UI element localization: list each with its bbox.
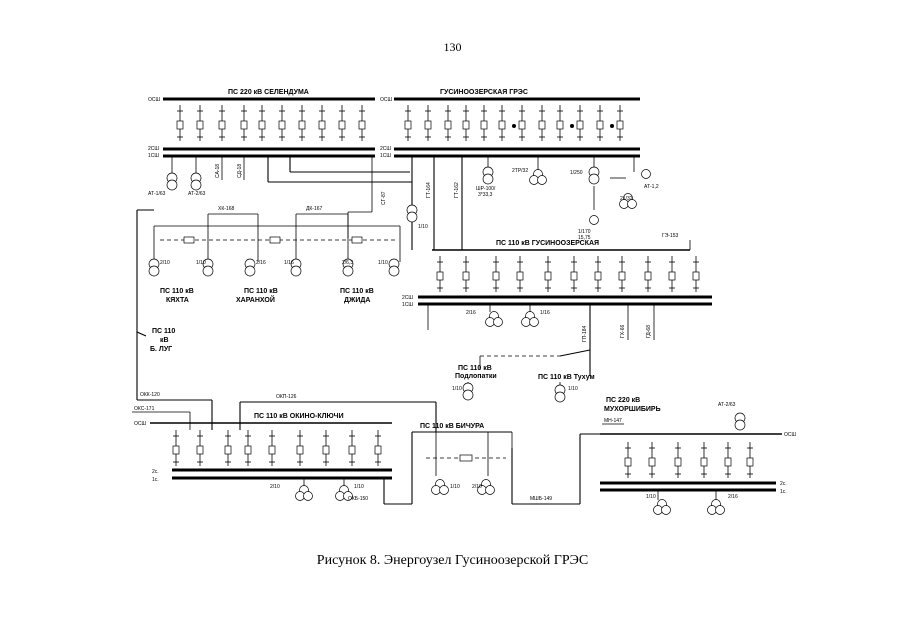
line-label-gp184: ГП-184 [582,325,588,342]
b-lug-title-1: ПС 110 [152,328,175,335]
bichura-title: ПС 110 кВ БИЧУРА [420,423,484,430]
tukhum-title: ПС 110 кВ Тухум [538,374,595,381]
bichura-substation: ПС 110 кВ БИЧУРА 1/10 2/10 МШБ-149 [412,402,604,505]
gres-shr2-label: 3*33,3 [478,192,493,198]
selenduma-1sh-label: 1СШ [148,153,159,159]
line-label-okp126: ОКП-126 [276,394,297,400]
mukhorshibir-at2-label: АТ-2/63 [718,402,736,408]
line-label-sg: СГ-87 [381,191,387,205]
dzhida-t1-label: 1/10 [378,260,388,266]
line-label-dk167: ДК-167 [306,206,323,212]
selenduma-bays [176,104,366,142]
kyakhta-title-2: КЯХТА [166,297,189,304]
line-label-gd68: ГД-68 [646,325,652,338]
okino-klyuchi-t2-label: 2/10 [270,484,280,490]
okino-klyuchi-1s-label: 1с. [152,477,159,483]
line-label-gt164: ГТ-164 [426,182,432,198]
mukhorshibir-t1-label: 1/10 [646,494,656,500]
line-label-ge153: ГЭ-153 [662,233,679,239]
kyakhta-title-1: ПС 110 кВ [160,288,194,295]
b-lug-title-3: Б. ЛУГ [150,346,172,353]
page-number: 130 [443,40,462,54]
dzhida-title-2: ДЖИДА [344,297,370,304]
kyakhta-kharankhoy-dzhida: ХК-168 ДК-167 2/10 1/10 2/16 1/16 2/6,3 … [148,206,401,304]
podlopatki-title-1: ПС 110 кВ [458,365,492,372]
selenduma-substation: ПС 220 кВ СЕЛЕНДУМА ОСШ 2СШ 1СШ АТ-1/63 … [148,89,412,238]
gres-t1-250-label: 1/250 [570,170,583,176]
gres-at12-label: АТ-1,2 [644,184,659,190]
kharankhoy-t1-label: 1/16 [284,260,294,266]
line-label-oks171: ОКС-171 [134,406,155,412]
gusinoozerskaya-substation: ПС 110 кВ ГУСИНООЗЕРСКАЯ ГЭ-153 2СШ 1СШ … [402,233,712,350]
mukhorshibir-bays [624,441,754,479]
okino-klyuchi-title: ПС 110 кВ ОКИНО-КЛЮЧИ [254,413,344,420]
dzhida-t2-label: 2/6,3 [342,260,353,266]
line-label-xk168: ХК-168 [218,206,234,212]
selenduma-osh-label: ОСШ [148,97,161,103]
okino-klyuchi-bays [172,429,382,467]
mukhorshibir-substation: ПС 220 кВ МУХОРШИБИРЬ АТ-2/63 МН-147 ОСШ… [600,397,797,515]
line-label-gkh66: ГХ-66 [620,325,626,338]
gres-bays [404,104,624,142]
mukhorshibir-2s-label: 2с. [780,481,787,487]
figure-caption: Рисунок 8. Энергоузел Гусиноозерской ГРЭ… [316,553,589,568]
line-label-okb150: ОКБ-150 [348,496,368,502]
gres-2tr-label: 2ТР/32 [512,168,528,174]
dzhida-title-1: ПС 110 кВ [340,288,374,295]
gres-t21-32-label: 21/32 [620,196,633,202]
mukhorshibir-osh-label: ОСШ [784,432,797,438]
gres-shr-label: ШР-100/ [476,186,496,192]
gres-t15-75-label: 15,75 [578,235,591,241]
podlopatki-title-2: Подлопатки [455,373,497,380]
gusinoozerskaya-t2-label: 2/16 [466,310,476,316]
line-label-mn147: МН-147 [604,418,622,424]
selenduma-at2-label: АТ-2/63 [188,191,206,197]
mukhorshibir-1s-label: 1с. [780,489,787,495]
kharankhoy-title-1: ПС 110 кВ [244,288,278,295]
gusinoozerskaya-t1-label: 1/16 [540,310,550,316]
selenduma-at1-label: АТ-1/63 [148,191,166,197]
podlopatki-tukhum: ПС 110 кВ Подлопатки 1/10 ПС 110 кВ Туху… [239,349,595,430]
bichura-t2-label: 2/10 [472,484,482,490]
line-label-sd: СД-18 [237,164,243,178]
okino-klyuchi-osh-label: ОСШ [134,421,147,427]
gres-1sh-label: 1СШ [380,153,391,159]
tukhum-t-label: 1/10 [568,386,578,392]
line-label-gt162: ГТ-162 [454,182,460,198]
gres-t1-170-label: 1/170 [578,229,591,235]
gres-t1-10-label: 1/10 [418,224,428,230]
line-label-mshb149: МШБ-149 [530,496,552,502]
gusinoozerskaya-title: ПС 110 кВ ГУСИНООЗЕРСКАЯ [496,240,599,247]
line-label-okk120: ОКК-120 [140,392,160,398]
gres-osh-label: ОСШ [380,97,393,103]
kharankhoy-t2-label: 2/16 [256,260,266,266]
mukhorshibir-title-1: ПС 220 кВ [606,397,640,404]
gres-station: ГУСИНООЗЕРСКАЯ ГРЭС ОСШ 2СШ 1СШ ГТ-164 Г… [380,89,659,250]
gusinoozerskaya-1sh-label: 1СШ [402,302,413,308]
kharankhoy-title-2: ХАРАНХОЙ [236,295,275,304]
okino-klyuchi-substation: ПС 110 кВ ОКИНО-КЛЮЧИ ОКС-171 ОСШ 2с. 1с… [132,406,413,505]
mukhorshibir-t2-label: 2/16 [728,494,738,500]
okino-klyuchi-t1-label: 1/10 [354,484,364,490]
line-label-sa: СА-18 [215,164,221,178]
mukhorshibir-title-2: МУХОРШИБИРЬ [604,406,661,413]
podlopatki-t-label: 1/10 [452,386,462,392]
gres-title: ГУСИНООЗЕРСКАЯ ГРЭС [440,89,528,96]
bichura-t1-label: 1/10 [450,484,460,490]
gres-2sh-label: 2СШ [380,146,391,152]
kyakhta-t2-label: 2/10 [160,260,170,266]
b-lug-substation: ПС 110 кВ Б. ЛУГ ОКК-120 [136,209,213,430]
okino-klyuchi-2s-label: 2с. [152,469,159,475]
gusinoozerskaya-bays [436,255,700,293]
gusinoozerskaya-2sh-label: 2СШ [402,295,413,301]
kyakhta-t1-label: 1/10 [196,260,206,266]
b-lug-title-2: кВ [160,337,169,344]
selenduma-2sh-label: 2СШ [148,146,159,152]
selenduma-title: ПС 220 кВ СЕЛЕНДУМА [228,89,309,96]
